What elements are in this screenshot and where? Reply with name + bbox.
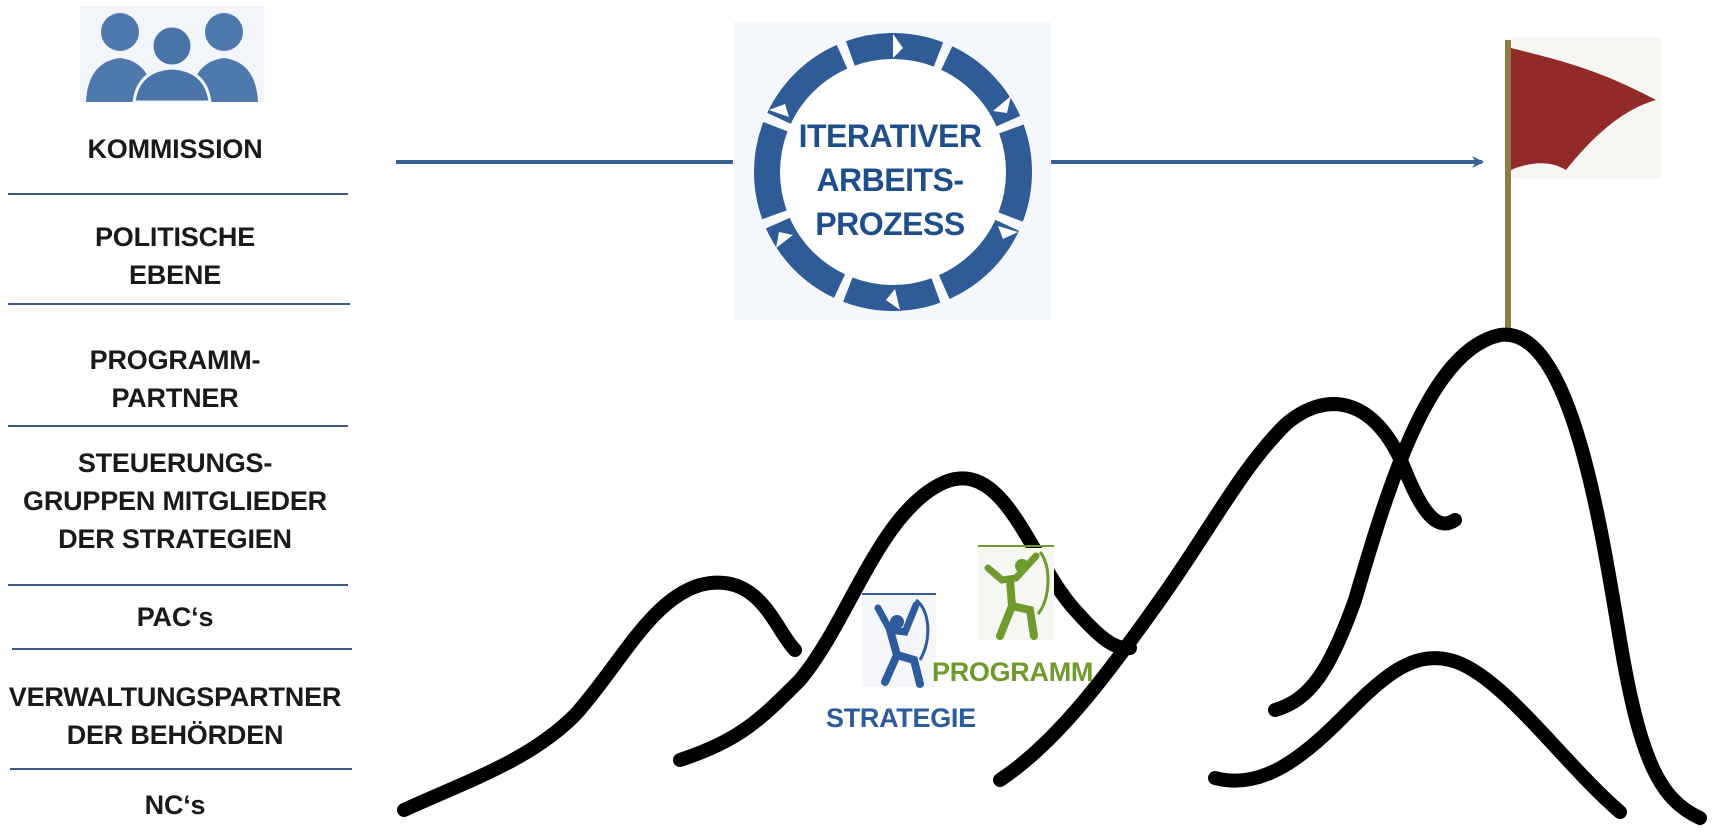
process-label-line: PROZESS: [815, 206, 965, 242]
role-label-line: KOMMISSION: [87, 134, 263, 164]
divider: [8, 584, 348, 586]
strategie-label: STRATEGIE: [826, 703, 976, 733]
role-verwaltungspartner: VERWALTUNGSPARTNER DER BEHÖRDEN: [0, 678, 350, 754]
role-programm-partner: PROGRAMM- PARTNER: [0, 341, 350, 417]
role-label-line: POLITISCHE: [94, 222, 255, 252]
process-label-line: ARBEITS-: [816, 162, 964, 198]
climber-icon: [978, 545, 1054, 640]
role-label-line: DER STRATEGIEN: [58, 524, 292, 554]
red-flag-icon: [1505, 38, 1661, 330]
cycle-arrows-icon: [733, 22, 1051, 320]
role-label-line: PROGRAMM-: [89, 345, 261, 375]
role-label-line: PARTNER: [111, 383, 239, 413]
divider: [12, 648, 352, 650]
role-label-line: VERWALTUNGSPARTNER: [8, 682, 342, 712]
role-label-line: PAC‘s: [136, 602, 214, 632]
divider: [10, 768, 352, 770]
role-label-line: DER BEHÖRDEN: [66, 720, 284, 750]
divider: [8, 193, 348, 195]
role-label-line: GRUPPEN MITGLIEDER: [23, 486, 327, 516]
roles-sidebar: KOMMISSION POLITISCHE EBENE PROGRAMM- PA…: [0, 0, 360, 832]
role-kommission: KOMMISSION: [0, 130, 350, 168]
role-pacs: PAC‘s: [0, 598, 350, 636]
people-group-icon: [80, 6, 264, 102]
climber-icon: [862, 593, 936, 688]
process-label: ITERATIVER ARBEITS- PROZESS: [775, 114, 1005, 246]
divider: [8, 425, 348, 427]
mountain-range-icon: [397, 327, 1707, 825]
divider: [8, 303, 350, 305]
role-ncs: NC‘s: [0, 786, 350, 824]
role-label-line: EBENE: [128, 260, 222, 290]
role-label-line: STEUERUNGS-: [77, 448, 273, 478]
process-label-line: ITERATIVER: [798, 118, 982, 154]
role-steuerungsgruppen: STEUERUNGS- GRUPPEN MITGLIEDER DER STRAT…: [0, 444, 350, 558]
programm-label: PROGRAMM: [932, 657, 1094, 687]
role-politische-ebene: POLITISCHE EBENE: [0, 218, 350, 294]
role-label-line: NC‘s: [144, 790, 206, 820]
